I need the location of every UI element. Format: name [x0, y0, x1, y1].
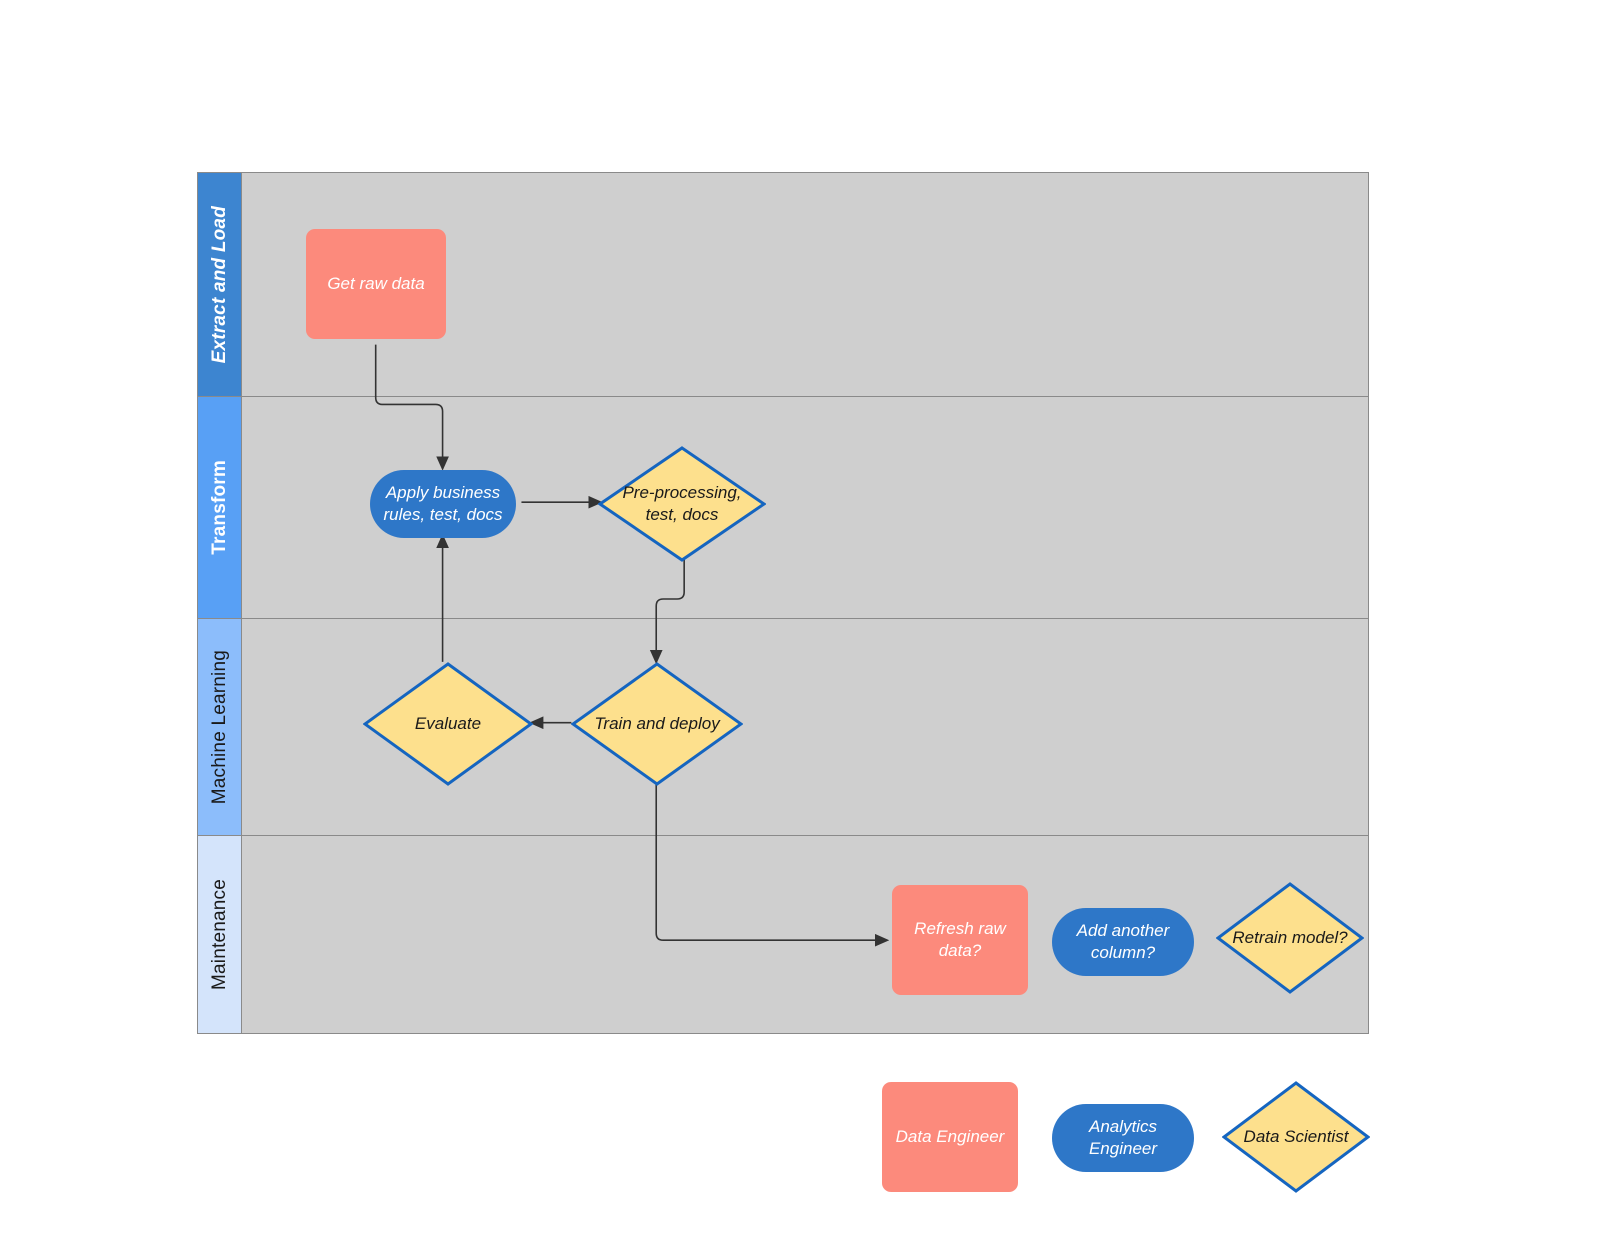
legend-label-analytics-engineer: Analytics Engineer — [1088, 1117, 1158, 1158]
node-retrain-model[interactable]: Retrain model? — [1216, 882, 1364, 994]
legend-label-data-scientist: Data Scientist — [1243, 1127, 1349, 1147]
node-label-refresh-raw-data: Refresh raw data? — [914, 919, 1006, 960]
lane-transform: Transform — [198, 397, 1368, 619]
lane-header-maintenance[interactable]: Maintenance — [198, 836, 242, 1033]
node-evaluate[interactable]: Evaluate — [363, 662, 533, 786]
lane-header-machine-learning[interactable]: Machine Learning — [198, 619, 242, 835]
node-label-pre-processing: Pre-processing, test, docs — [622, 483, 742, 524]
node-apply-business-rules[interactable]: Apply business rules, test, docs — [370, 470, 516, 538]
node-label-apply-business-rules: Apply business rules, test, docs — [383, 483, 503, 524]
node-label-get-raw-data: Get raw data — [327, 274, 425, 294]
lane-header-transform[interactable]: Transform — [198, 397, 242, 618]
node-refresh-raw-data[interactable]: Refresh raw data? — [892, 885, 1028, 995]
legend-item-data-scientist[interactable]: Data Scientist — [1222, 1081, 1370, 1193]
diamond-shape-icon — [1222, 1081, 1370, 1193]
diamond-shape-icon — [363, 662, 533, 786]
node-train-and-deploy[interactable]: Train and deploy — [571, 662, 743, 786]
legend-item-data-engineer[interactable]: Data Engineer — [882, 1082, 1018, 1192]
node-label-train-and-deploy: Train and deploy — [594, 714, 720, 734]
node-label-evaluate: Evaluate — [414, 714, 482, 734]
node-label-retrain-model: Retrain model? — [1232, 928, 1348, 948]
lane-extract-and-load: Extract and Load — [198, 173, 1368, 397]
legend-item-analytics-engineer[interactable]: Analytics Engineer — [1052, 1104, 1194, 1172]
node-pre-processing[interactable]: Pre-processing, test, docs — [598, 446, 766, 562]
node-get-raw-data[interactable]: Get raw data — [306, 229, 446, 339]
diamond-shape-icon — [1216, 882, 1364, 994]
node-label-add-another-column: Add another column? — [1076, 921, 1170, 962]
node-add-another-column[interactable]: Add another column? — [1052, 908, 1194, 976]
legend-label-data-engineer: Data Engineer — [895, 1127, 1005, 1147]
swimlane-pool: Extract and Load Transform Machine Learn… — [197, 172, 1369, 1034]
lane-header-extract-and-load[interactable]: Extract and Load — [198, 173, 242, 396]
lane-maintenance: Maintenance — [198, 836, 1368, 1033]
